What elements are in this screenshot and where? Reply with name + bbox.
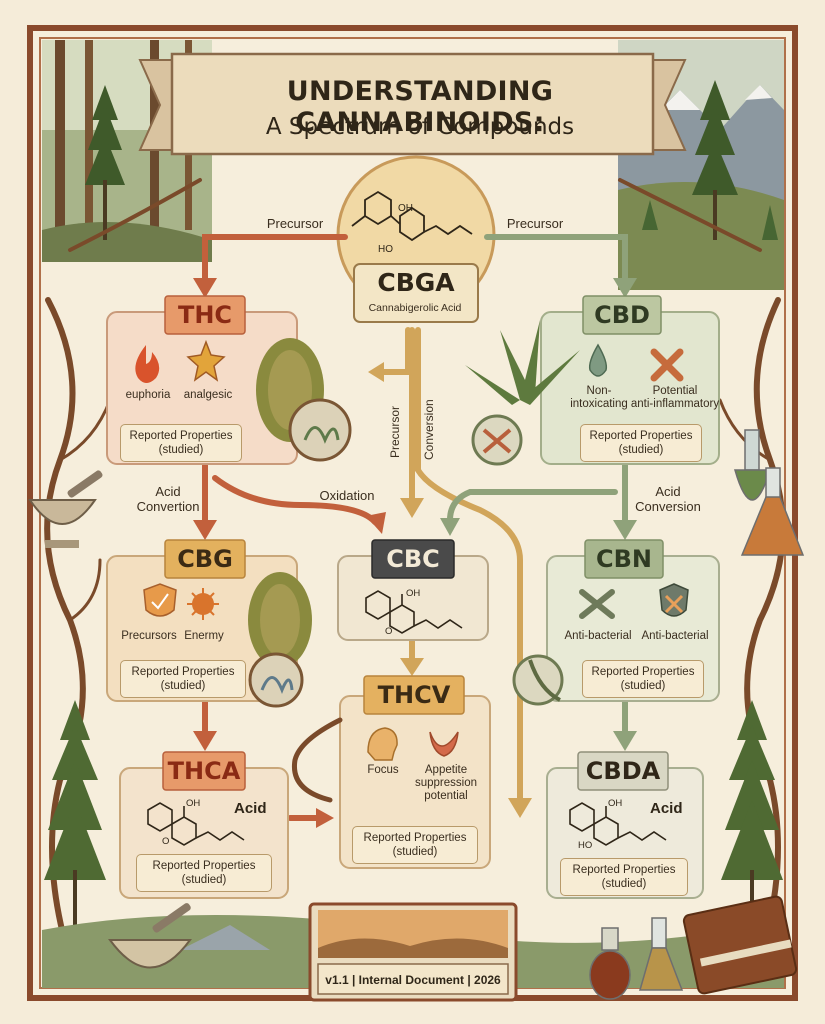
cbga-oh-label: OH bbox=[398, 203, 413, 214]
cbd-prop-anti-inflammatory: Potential anti-inflammatory bbox=[630, 385, 720, 410]
mortar-and-pestle-bottom bbox=[108, 903, 192, 969]
root-decoration bbox=[291, 717, 343, 803]
cbga-ho-label: HO bbox=[378, 244, 393, 255]
flask-decoration-right bbox=[734, 429, 805, 556]
conversion-vertical-label: Conversion bbox=[422, 399, 436, 460]
cbc-title: CBC bbox=[386, 545, 440, 573]
acid-conversion-right-label: Acid Conversion bbox=[635, 484, 701, 514]
cbga-medallion bbox=[336, 155, 496, 323]
thca-reported-properties: Reported Properties (studied) bbox=[136, 854, 272, 892]
cbga-title: CBGA bbox=[377, 268, 455, 297]
thcv-title: THCV bbox=[377, 681, 451, 709]
cbn-prop-anti-bacterial-1: Anti-bacterial bbox=[564, 630, 632, 642]
thca-title: THCA bbox=[167, 757, 241, 785]
cbda-molecule bbox=[569, 802, 667, 846]
cbg-prop-enermy: Enermy bbox=[184, 630, 224, 642]
thcv-prop-focus: Focus bbox=[367, 764, 399, 776]
cbda-ho-label: HO bbox=[578, 840, 593, 851]
footer-plaque bbox=[308, 902, 518, 1002]
precursor-left-label: Precursor bbox=[266, 216, 324, 231]
cannabis-bud-thc bbox=[256, 338, 352, 462]
shield-cross-icon bbox=[659, 583, 689, 617]
anti-inflammatory-icon bbox=[650, 348, 684, 382]
cbga-subtitle: Cannabigerolic Acid bbox=[368, 302, 462, 314]
plant-decoration-bottom-right bbox=[721, 700, 783, 930]
cbd-prop-non-intoxicating: Non- intoxicating bbox=[570, 385, 628, 410]
footer-version-label: v1.1 | Internal Document | 2026 bbox=[325, 973, 501, 987]
cannabis-bud-cbg bbox=[248, 572, 312, 708]
cbg-reported-properties: Reported Properties (studied) bbox=[120, 660, 246, 698]
cbn-reported-properties: Reported Properties (studied) bbox=[582, 660, 704, 698]
thc-title: THC bbox=[177, 301, 233, 329]
bottles-decoration bbox=[589, 917, 684, 1000]
page-subtitle: A Spectrum of Compounds bbox=[265, 114, 575, 140]
book-decoration bbox=[682, 895, 798, 995]
cbda-oh-label: OH bbox=[608, 798, 623, 809]
euphoria-icon bbox=[135, 345, 160, 383]
node-title-tabs bbox=[162, 295, 669, 791]
cbg-title: CBG bbox=[177, 545, 233, 573]
plant-decoration-bottom-left bbox=[44, 700, 106, 940]
thc-prop-euphoria: euphoria bbox=[125, 389, 171, 401]
droplet-icon bbox=[588, 343, 608, 377]
connector-arrows bbox=[202, 234, 628, 821]
thca-oh-label: OH bbox=[186, 798, 201, 809]
page-title: UNDERSTANDING CANNABINOIDS: bbox=[286, 76, 554, 138]
focus-head-icon bbox=[367, 727, 398, 761]
right-vine-decoration bbox=[618, 178, 786, 963]
precursor-vertical-label: Precursor bbox=[388, 405, 402, 458]
title-banner bbox=[138, 52, 687, 156]
enzyme-icon bbox=[187, 588, 219, 620]
anti-bacterial-cross-icon bbox=[579, 589, 615, 619]
cbg-prop-precursors: Precursors bbox=[121, 630, 177, 642]
analgesic-icon bbox=[186, 339, 226, 382]
cbda-reported-properties: Reported Properties (studied) bbox=[560, 858, 688, 896]
thca-molecule bbox=[147, 802, 245, 846]
cbda-acid-label: Acid bbox=[650, 800, 683, 817]
cbd-title: CBD bbox=[594, 301, 650, 329]
thca-o-label: O bbox=[162, 836, 170, 847]
cbc-oh-label: OH bbox=[406, 588, 421, 599]
cbn-title: CBN bbox=[596, 545, 652, 573]
cbc-o-label: O bbox=[385, 626, 393, 637]
cannabis-leaf-cbd bbox=[465, 320, 580, 466]
cbd-reported-properties: Reported Properties (studied) bbox=[580, 424, 702, 462]
thcv-reported-properties: Reported Properties (studied) bbox=[352, 826, 478, 864]
acid-conversion-left-label: Acid Convertion bbox=[136, 484, 200, 514]
oxidation-label: Oxidation bbox=[319, 488, 375, 503]
cbda-title: CBDA bbox=[585, 757, 661, 785]
appetite-icon bbox=[429, 731, 459, 757]
precursor-right-label: Precursor bbox=[506, 216, 564, 231]
cbn-prop-anti-bacterial-2: Anti-bacterial bbox=[641, 630, 709, 642]
cbga-molecule bbox=[351, 190, 473, 242]
thc-prop-analgesic: analgesic bbox=[183, 389, 233, 401]
mortar-and-pestle-left bbox=[28, 470, 103, 548]
thcv-prop-appetite: Appetite suppression potential bbox=[414, 764, 477, 802]
thc-reported-properties: Reported Properties (studied) bbox=[120, 424, 242, 462]
thca-acid-label: Acid bbox=[234, 800, 267, 817]
cannabis-root-cbn bbox=[512, 654, 564, 706]
shield-check-icon bbox=[143, 583, 177, 617]
cbc-molecule bbox=[365, 590, 463, 634]
arrowheads bbox=[193, 278, 637, 828]
